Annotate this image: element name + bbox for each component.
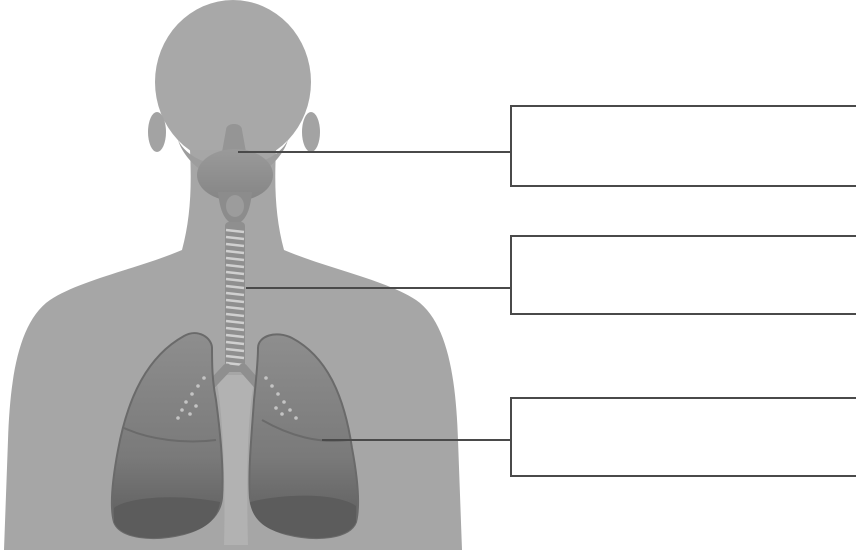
label-box-lung[interactable] bbox=[510, 397, 856, 477]
right-ear bbox=[302, 112, 320, 152]
label-box-trachea[interactable] bbox=[510, 235, 856, 315]
label-box-larynx[interactable] bbox=[510, 105, 856, 187]
epiglottis bbox=[226, 195, 244, 217]
left-ear bbox=[148, 112, 166, 152]
